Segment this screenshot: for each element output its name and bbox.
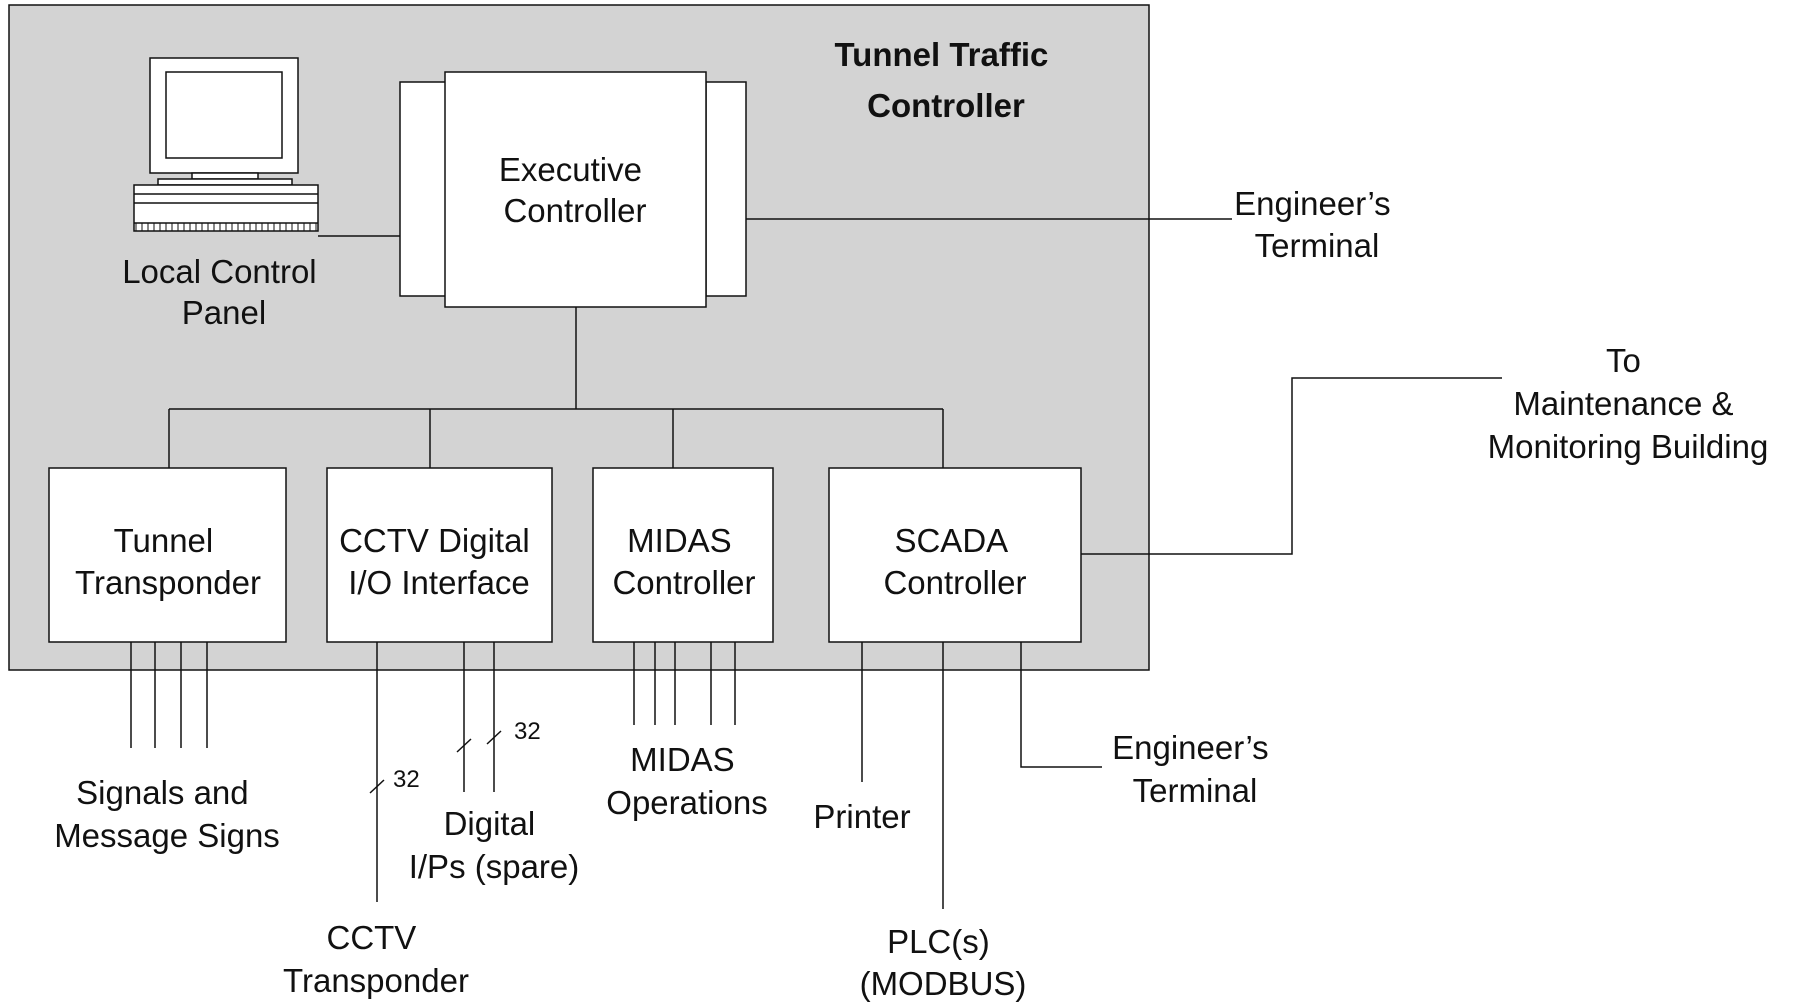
tunnel-transponder-label: Tunnel Transponder xyxy=(75,522,261,601)
connector-lines xyxy=(130,218,1502,909)
engineers-terminal-top-label: Engineer’s Terminal xyxy=(1234,185,1400,264)
digital-bus-count: 32 xyxy=(514,718,541,745)
computer-icon xyxy=(133,57,319,232)
panel-title: Tunnel Traffic Controller xyxy=(834,36,1057,124)
tunnel-transponder-box xyxy=(48,467,287,643)
scada-controller-box xyxy=(828,467,1082,643)
local-control-panel-label: Local Control Panel xyxy=(122,253,326,331)
scada-controller-label: SCADA Controller xyxy=(883,522,1026,601)
executive-controller-label: Executive Controller xyxy=(499,151,651,229)
midas-operations-label: MIDAS Operations xyxy=(606,741,767,821)
cctv-interface-label: CCTV Digital I/O Interface xyxy=(339,522,539,601)
executive-controller-side-right xyxy=(705,81,747,297)
midas-controller-label: MIDAS Controller xyxy=(612,522,755,601)
signals-label: Signals and Message Signs xyxy=(54,774,280,854)
maintenance-building-label: To Maintenance & Monitoring Building xyxy=(1488,342,1769,465)
digital-inputs-label: Digital I/Ps (spare) xyxy=(409,805,580,885)
cctv-interface-box xyxy=(326,467,553,643)
printer-label: Printer xyxy=(813,798,910,835)
executive-controller-side-left xyxy=(399,81,447,297)
engineers-terminal-bottom-label: Engineer’s Terminal xyxy=(1112,729,1278,809)
plc-label: PLC(s) (MODBUS) xyxy=(860,923,1027,1002)
cctv-bus-count: 32 xyxy=(393,766,420,793)
cctv-transponder-label: CCTV Transponder xyxy=(283,919,469,999)
executive-controller-box xyxy=(444,71,707,308)
midas-controller-box xyxy=(592,467,774,643)
